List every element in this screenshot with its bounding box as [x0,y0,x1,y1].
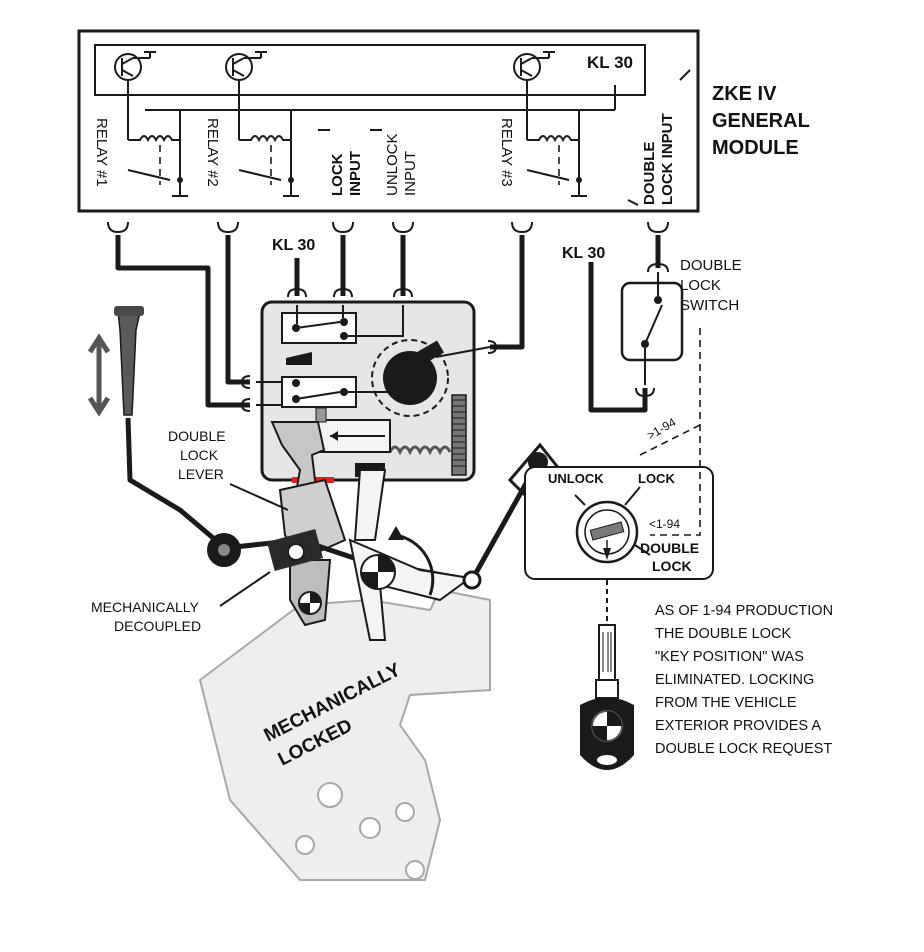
production-note: AS OF 1-94 PRODUCTION THE DOUBLE LOCK "K… [655,603,833,757]
kl30-actuator-label: KL 30 [272,237,315,254]
date-dashed-line [650,328,701,536]
mech-decoupled-label-2: DECOUPLED [114,618,201,634]
unlock-position-label: UNLOCK [548,471,604,486]
decoupled-leader-line [219,571,271,607]
double-lock-position-label-1: DOUBLE [640,540,699,556]
wiring [107,221,669,413]
relay-1-label: RELAY #1 [93,118,110,187]
double-lock-input-label-1: DOUBLE [641,142,658,205]
mech-decoupled-label-1: MECHANICALLY [91,599,200,615]
unlock-input-label-2: INPUT [402,151,419,196]
note-line-1: AS OF 1-94 PRODUCTION [655,603,833,619]
double-lock-switch [620,262,684,398]
latch-linkage [207,442,601,641]
transistor-3 [513,51,555,140]
note-line-2: THE DOUBLE LOCK [655,626,791,642]
double-lock-switch-label-2: LOCK [680,277,721,294]
lock-position-label: LOCK [638,471,675,486]
lock-cylinder-panel [524,466,714,580]
key [580,580,634,770]
kl30-module-label: KL 30 [587,53,633,72]
door-latch-body [198,588,491,881]
unlock-input-label-1: UNLOCK [384,133,401,196]
double-lock-switch-label-3: SWITCH [680,297,739,314]
double-lock-switch-label-1: DOUBLE [680,257,742,274]
lever-leader-line [229,483,289,511]
double-lock-input-label-2: LOCK INPUT [659,113,676,205]
relay-2-coil [238,110,299,197]
kl30-switch-label: KL 30 [562,245,605,262]
module-title-line-1: ZKE IV [712,83,777,105]
double-lock-lever-label-3: LEVER [178,466,224,482]
module-title-line-3: MODULE [712,137,799,159]
double-lock-lever-label-1: DOUBLE [168,428,226,444]
actuator-unit [240,287,498,483]
double-lock-position-label-2: LOCK [652,558,692,574]
double-lock-lever-label-2: LOCK [180,447,219,463]
before-194-label: <1-94 [649,517,680,531]
note-line-5: FROM THE VEHICLE [655,695,797,711]
relay-2-label: RELAY #2 [204,118,221,187]
zke-module: RELAY #1 RELAY #2 RELAY #3 LOCK INPUT UN… [77,29,700,213]
lock-input-label-1: LOCK [329,153,346,196]
transistor-1 [114,51,156,140]
relay-1-coil [127,110,188,197]
relay-3-coil [526,110,587,197]
note-line-7: DOUBLE LOCK REQUEST [655,741,832,757]
note-line-4: ELIMINATED. LOCKING [655,672,814,688]
transistor-2 [225,51,267,140]
lock-input-label-2: INPUT [347,151,364,196]
lock-button-rod [87,306,227,550]
relay-3-label: RELAY #3 [498,118,515,187]
note-line-3: "KEY POSITION" WAS [655,649,804,665]
note-line-6: EXTERIOR PROVIDES A [655,718,821,734]
module-title-line-2: GENERAL [712,110,810,132]
